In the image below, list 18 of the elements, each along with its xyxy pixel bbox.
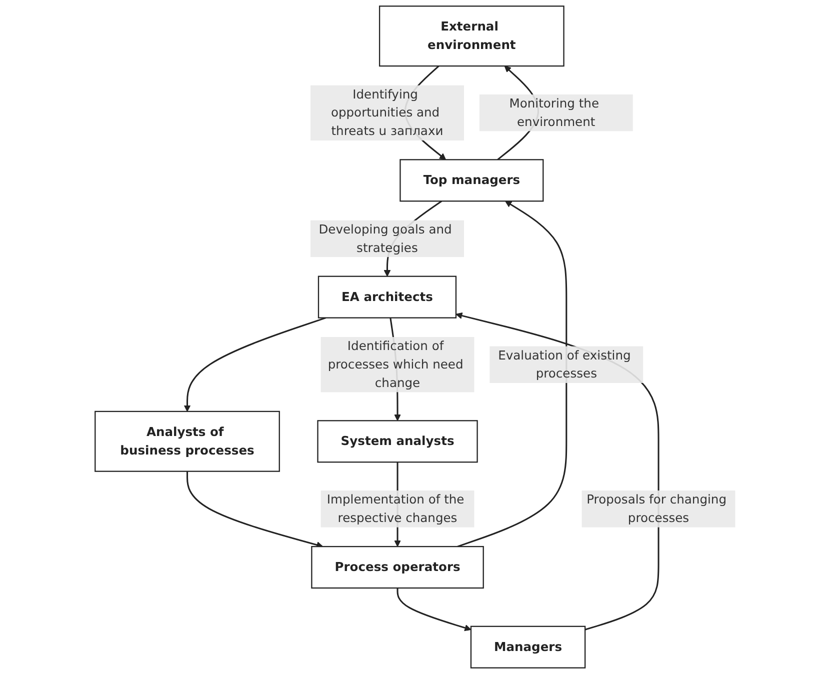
arrow [397,588,472,632]
arrow [458,200,568,548]
arrow [184,317,326,412]
edge-label: Identification of processes which need change [328,338,464,390]
edge-label: Monitoring the environment [510,96,600,129]
node-box: Process operators [311,546,484,589]
edge-label: Evaluation of existing processes [498,348,632,381]
node-box: Analysts of business processes [94,410,280,472]
node-box: Managers [470,626,586,668]
edge-label: Identifying opportunities and threats u заплахи [331,86,444,138]
edge-label: Proposals for changing processes [586,492,727,526]
node-box: EA architects [318,276,457,318]
edge-label: Implementation of the respective changes [327,492,465,526]
node-box: Top managers [400,159,544,202]
node-box: System analysts [317,420,478,463]
node-box: External environment [379,6,565,67]
arrow [186,471,324,548]
edge-label: Developing goals and strategies [319,222,452,255]
